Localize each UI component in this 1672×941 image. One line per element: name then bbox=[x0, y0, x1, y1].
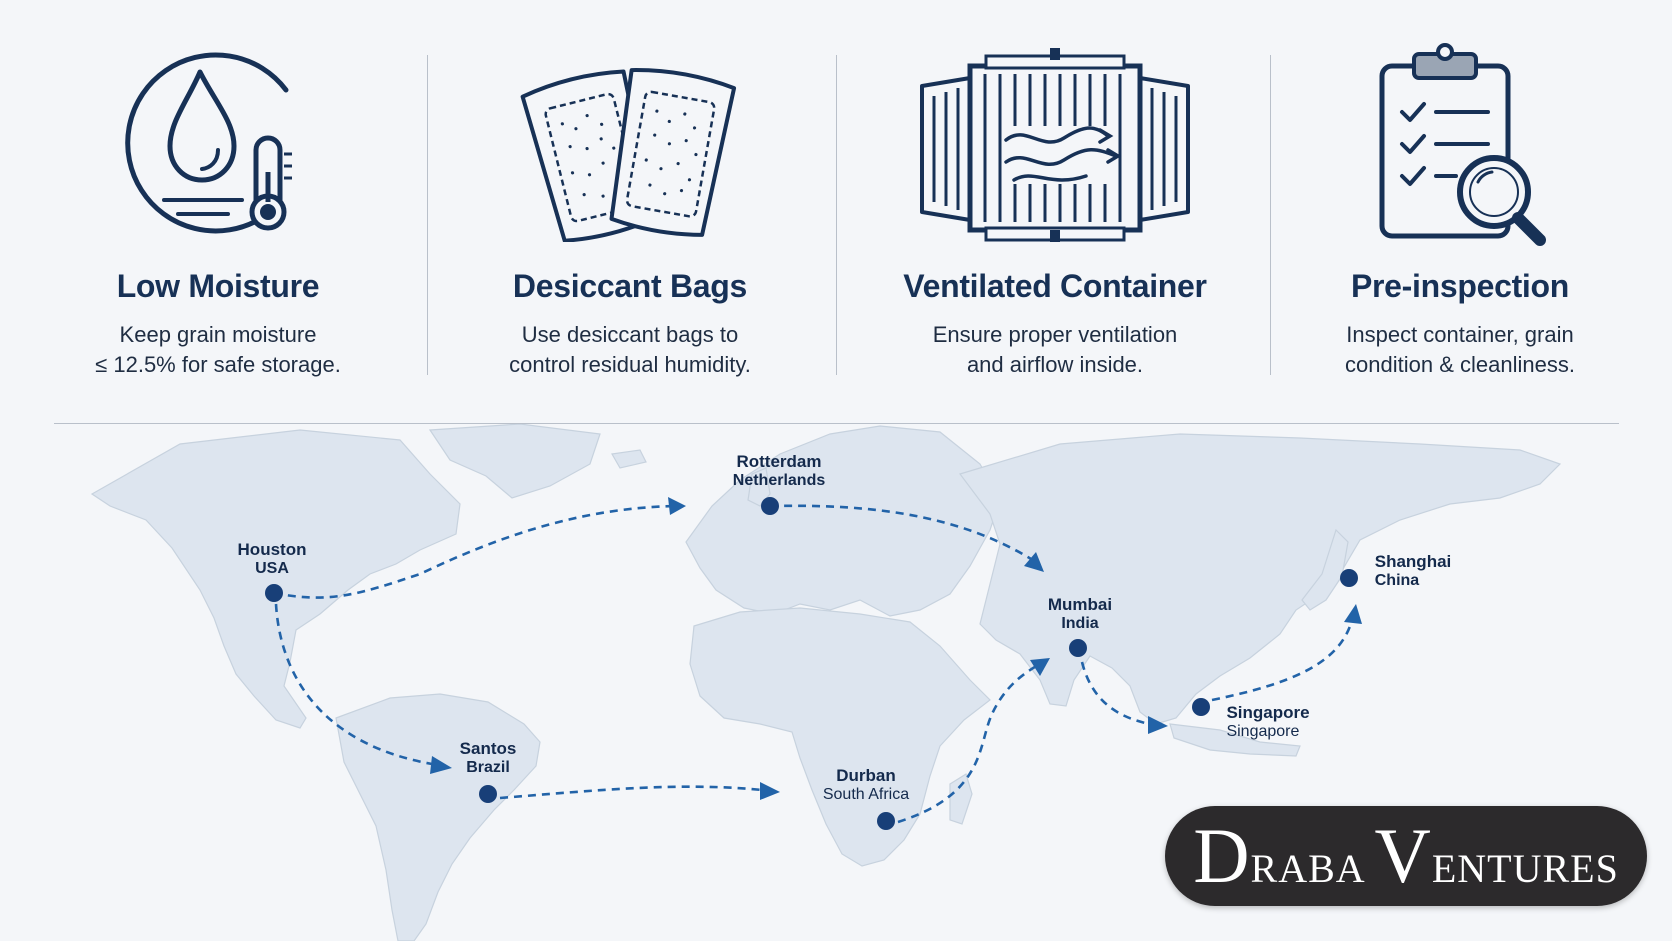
south-america-landmass bbox=[335, 693, 541, 941]
storage-tips: Low Moisture Keep grain moisture ≤ 12.5%… bbox=[0, 0, 1672, 400]
route-arrow bbox=[1030, 658, 1050, 676]
africa-landmass bbox=[689, 607, 991, 867]
port-label-rotterdam: Rotterdam Netherlands bbox=[732, 452, 826, 489]
port-dot-mumbai bbox=[1069, 639, 1087, 657]
route-arrow bbox=[1148, 716, 1168, 734]
route-arrow bbox=[668, 497, 686, 515]
tip-pre-inspection: Pre-inspection Inspect container, grain … bbox=[1290, 0, 1630, 400]
tip-description: Inspect container, grain condition & cle… bbox=[1345, 322, 1575, 377]
desiccant-bags-icon bbox=[520, 68, 737, 242]
port-dot-shanghai bbox=[1340, 569, 1358, 587]
route-singapore-shanghai bbox=[1211, 619, 1354, 702]
divider bbox=[427, 55, 428, 375]
route-arrow bbox=[760, 782, 780, 800]
indonesia-landmass bbox=[1169, 723, 1301, 757]
madagascar-landmass bbox=[949, 773, 973, 825]
tip-title: Pre-inspection bbox=[1350, 268, 1570, 304]
port-label-houston: Houston USA bbox=[237, 540, 307, 577]
route-arrow bbox=[430, 756, 452, 774]
tip-ventilated-container: Ventilated Container Ensure proper venti… bbox=[860, 0, 1250, 400]
route-arrow bbox=[1024, 552, 1044, 572]
shipping-route-map: Houston USA Rotterdam Netherlands Mumbai… bbox=[0, 424, 1672, 941]
asia-landmass bbox=[959, 433, 1562, 725]
clipboard-magnifier-icon bbox=[1379, 43, 1546, 246]
port-dot-durban bbox=[877, 812, 895, 830]
divider bbox=[1270, 55, 1271, 375]
route-houston-santos bbox=[274, 603, 433, 766]
greenland-landmass bbox=[428, 424, 601, 499]
port-dot-santos bbox=[479, 785, 497, 803]
tip-title: Low Moisture bbox=[116, 268, 320, 304]
route-rotterdam-mumbai bbox=[769, 504, 1037, 564]
route-durban-mumbai bbox=[897, 662, 1041, 824]
iceland-landmass bbox=[611, 449, 647, 469]
port-label-singapore: Singapore Singapore bbox=[1226, 703, 1310, 740]
tip-description: Ensure proper ventilation and airflow in… bbox=[932, 322, 1178, 377]
tip-desiccant-bags: Desiccant Bags Use desiccant bags to con… bbox=[450, 0, 810, 400]
port-label-shanghai: Shanghai China bbox=[1374, 552, 1452, 589]
logo-wordmark: DRABA VENTURES bbox=[1193, 812, 1619, 899]
draba-ventures-logo: DRABA VENTURES bbox=[1165, 806, 1647, 906]
japan-landmass bbox=[1301, 528, 1349, 611]
route-santos-durban bbox=[499, 785, 763, 800]
tip-description: Use desiccant bags to control residual h… bbox=[509, 322, 751, 377]
port-dot-rotterdam bbox=[761, 497, 779, 515]
port-dot-houston bbox=[265, 584, 283, 602]
route-mumbai-singapore bbox=[1080, 661, 1151, 726]
water-drop-thermometer-icon bbox=[125, 52, 292, 234]
world-map bbox=[90, 424, 1562, 941]
port-label-santos: Santos Brazil bbox=[459, 739, 517, 776]
port-label-durban: Durban South Africa bbox=[822, 766, 910, 803]
section-divider bbox=[54, 423, 1619, 424]
route-arrow bbox=[1344, 604, 1362, 624]
route-houston-rotterdam bbox=[273, 504, 677, 599]
port-label-mumbai: Mumbai India bbox=[1047, 595, 1113, 632]
divider bbox=[836, 55, 837, 375]
ventilated-container-icon bbox=[920, 48, 1190, 242]
port-dot-singapore bbox=[1192, 698, 1210, 716]
tip-low-moisture: Low Moisture Keep grain moisture ≤ 12.5%… bbox=[48, 0, 388, 400]
tip-title: Ventilated Container bbox=[903, 268, 1207, 304]
tip-description: Keep grain moisture ≤ 12.5% for safe sto… bbox=[95, 322, 341, 377]
tip-title: Desiccant Bags bbox=[512, 268, 748, 304]
